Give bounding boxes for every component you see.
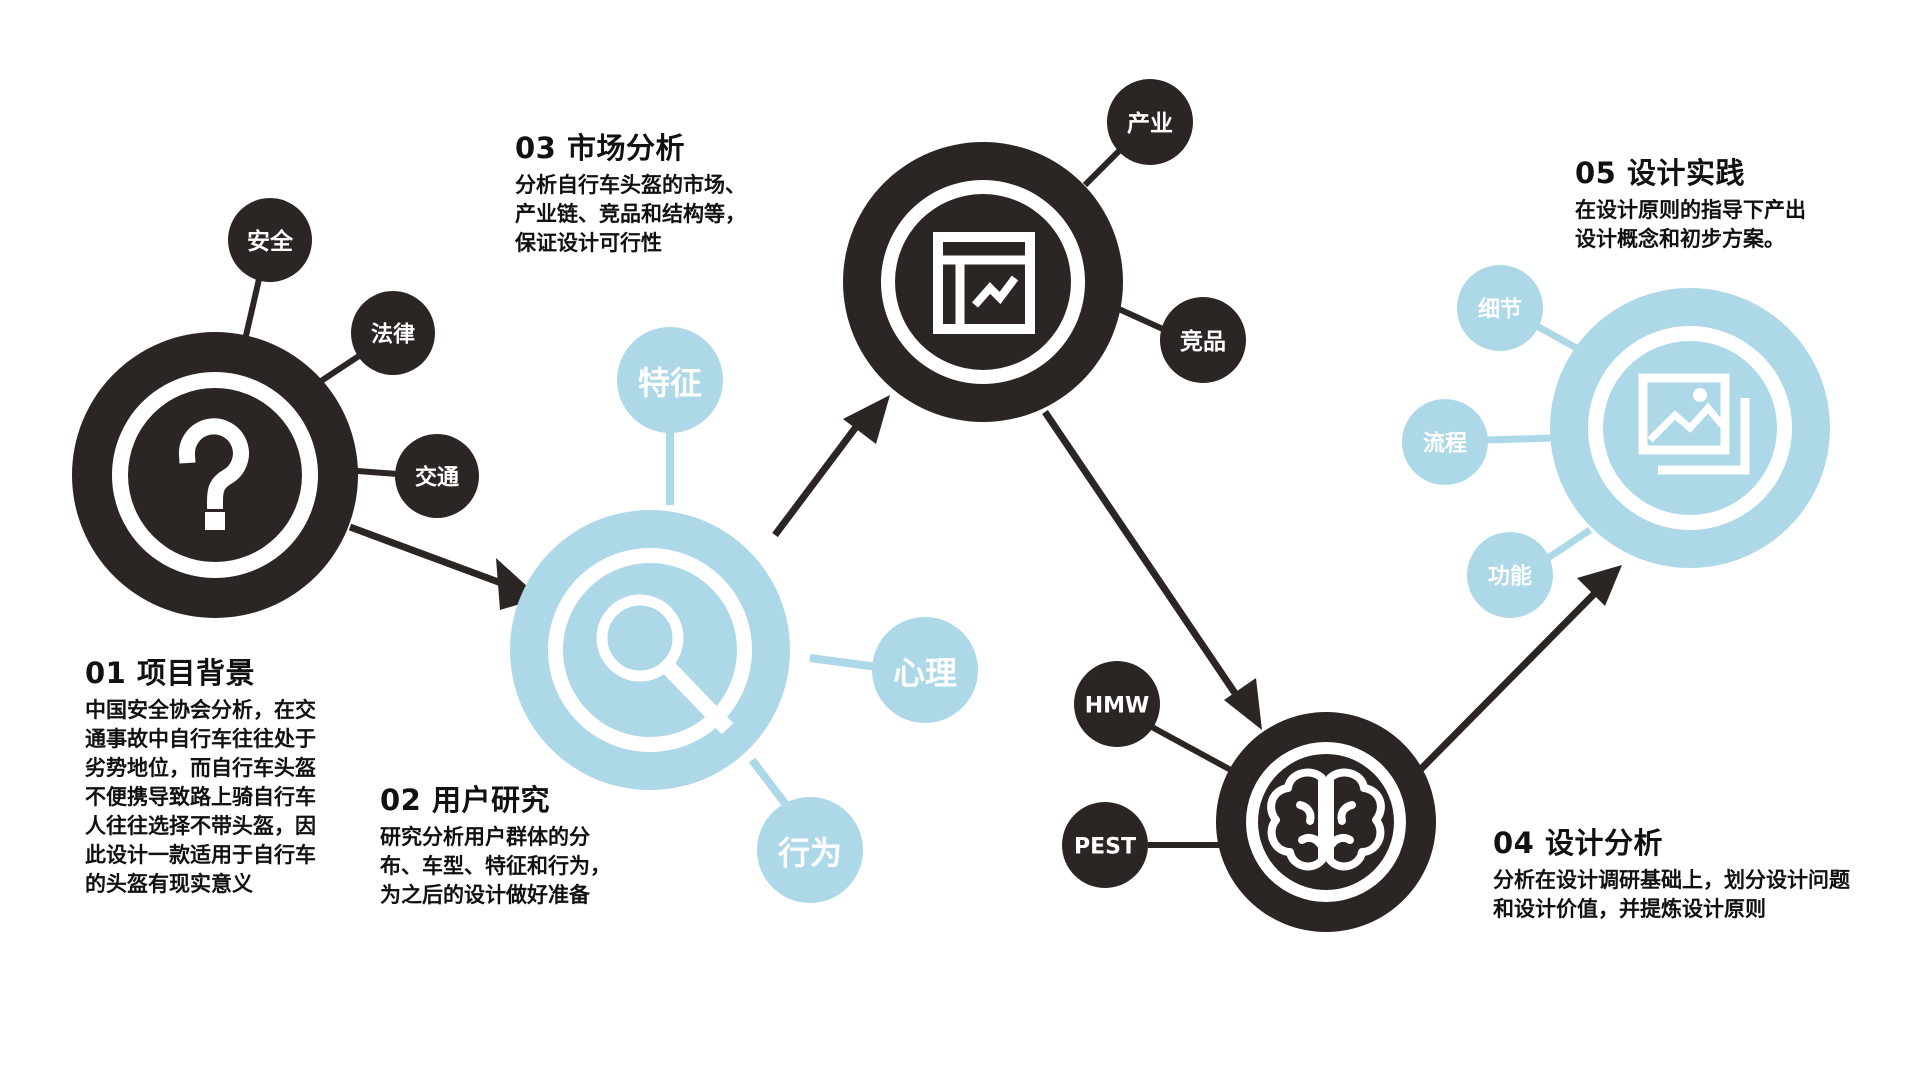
- satellite-xingwei-label: 行为: [778, 834, 842, 872]
- chart-window-icon: [933, 232, 1035, 334]
- step-01-desc-line: 劣势地位，而自行车头盔: [85, 756, 316, 780]
- arrow-02-to-03: [772, 412, 868, 538]
- step-01-cluster: 安全 法律 交通: [72, 198, 479, 618]
- step-03-title: 03 市场分析: [515, 131, 685, 165]
- satellite-gongneng[interactable]: [1467, 532, 1553, 618]
- step-02-title: 02 用户研究: [380, 783, 550, 817]
- step-03-desc-line: 产业链、竞品和结构等，: [515, 202, 746, 226]
- step-02-desc-line: 布、车型、特征和行为，: [380, 854, 611, 878]
- satellite-xijie-label: 细节: [1478, 297, 1522, 323]
- step-04-title: 04 设计分析: [1493, 826, 1663, 860]
- step-01-desc-line: 不便携导致路上骑自行车: [85, 785, 316, 809]
- satellite-tezheng[interactable]: [617, 327, 723, 433]
- satellite-gongneng-label: 功能: [1488, 564, 1532, 590]
- satellite-falv-label: 法律: [371, 322, 415, 348]
- satellite-xinli-label: 心理: [893, 654, 957, 692]
- brain-icon: [1267, 768, 1385, 871]
- satellite-jiaotong[interactable]: [395, 434, 479, 518]
- step-01-desc-line: 人往往选择不带头盔，因: [85, 814, 316, 838]
- step-04-desc-line: 和设计价值，并提炼设计原则: [1493, 897, 1766, 921]
- step-01-desc-line: 通事故中自行车往往处于: [85, 727, 316, 751]
- step-04-cluster: HMW PEST: [1062, 661, 1436, 932]
- image-gallery-icon: [1638, 373, 1750, 475]
- arrow-03-to-04: [1042, 410, 1248, 710]
- arrow-01-to-02: [348, 523, 522, 594]
- step-02-cluster: 特征 心理 行为: [510, 327, 978, 903]
- arrow-02-to-03-head: [843, 395, 890, 444]
- step-02-desc-line: 为之后的设计做好准备: [380, 883, 590, 907]
- step-05-text: 05 设计实践 在设计原则的指导下产出 设计概念和初步方案。: [1575, 150, 1875, 254]
- satellite-falv[interactable]: [351, 291, 435, 375]
- step-01-title: 01 项目背景: [85, 656, 255, 690]
- arrow-04-to-05: [1417, 585, 1603, 773]
- satellite-jingpin[interactable]: [1160, 297, 1246, 383]
- satellite-liucheng-label: 流程: [1423, 431, 1467, 457]
- step-03-desc-line: 保证设计可行性: [515, 231, 662, 255]
- step-01-desc-line: 此设计一款适用于自行车: [85, 843, 316, 867]
- satellite-tezheng-label: 特征: [638, 364, 702, 402]
- satellite-chanye[interactable]: [1107, 79, 1193, 165]
- question-icon: [178, 418, 249, 530]
- step-05-title: 05 设计实践: [1575, 156, 1745, 190]
- satellite-hmw[interactable]: [1074, 661, 1160, 747]
- step-01-text: 01 项目背景 中国安全协会分析，在交 通事故中自行车往往处于 劣势地位，而自行…: [85, 650, 375, 899]
- step-04-text: 04 设计分析 分析在设计调研基础上，划分设计问题 和设计价值，并提炼设计原则: [1493, 820, 1913, 924]
- satellite-jingpin-label: 竞品: [1180, 328, 1226, 355]
- satellite-anquan-label: 安全: [247, 228, 294, 255]
- step-05-cluster: 细节 流程 功能: [1402, 265, 1830, 618]
- satellite-pest[interactable]: [1062, 802, 1148, 888]
- step-02-desc-line: 研究分析用户群体的分: [380, 825, 590, 849]
- step-01-desc-line: 中国安全协会分析，在交: [85, 698, 316, 722]
- satellite-hmw-label: HMW: [1085, 694, 1150, 719]
- magnifier-icon: [596, 594, 734, 735]
- step-04-desc-line: 分析在设计调研基础上，划分设计问题: [1493, 868, 1850, 892]
- satellite-xinli[interactable]: [872, 617, 978, 723]
- step-03-cluster: 产业 竞品: [843, 79, 1246, 422]
- step-03-text: 03 市场分析 分析自行车头盔的市场、 产业链、竞品和结构等， 保证设计可行性: [515, 125, 815, 258]
- satellite-anquan[interactable]: [228, 198, 312, 282]
- satellite-chanye-label: 产业: [1127, 110, 1173, 137]
- satellite-xijie[interactable]: [1457, 265, 1543, 351]
- step-02-text: 02 用户研究 研究分析用户群体的分 布、车型、特征和行为， 为之后的设计做好准…: [380, 777, 670, 910]
- arrow-04-to-05-head: [1577, 565, 1622, 606]
- step-05-desc-line: 设计概念和初步方案。: [1575, 227, 1785, 251]
- satellite-xingwei[interactable]: [757, 797, 863, 903]
- arrow-03-to-04-head: [1224, 678, 1262, 730]
- satellite-pest-label: PEST: [1074, 835, 1136, 860]
- step-03-desc-line: 分析自行车头盔的市场、: [515, 173, 746, 197]
- satellite-liucheng[interactable]: [1402, 399, 1488, 485]
- step-01-desc-line: 的头盔有现实意义: [85, 872, 253, 896]
- satellite-jiaotong-label: 交通: [415, 465, 459, 491]
- step-05-desc-line: 在设计原则的指导下产出: [1575, 198, 1806, 222]
